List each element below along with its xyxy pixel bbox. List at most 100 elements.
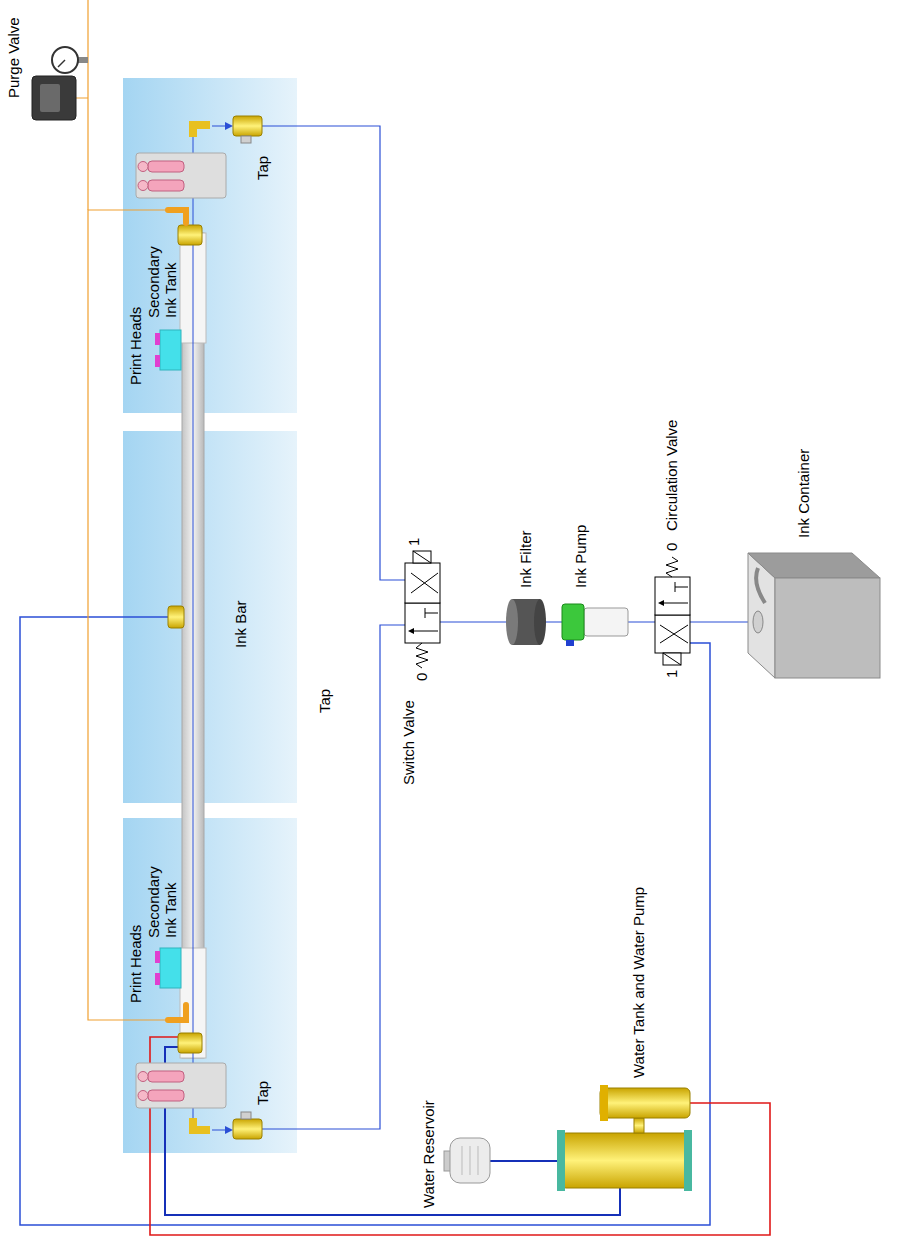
gauge-stem: [78, 57, 88, 63]
level-sensor: [138, 162, 148, 172]
level-sensor: [148, 161, 184, 172]
valve-spring: [416, 643, 428, 668]
ink-container: [748, 553, 880, 578]
component-name: Print Heads: [128, 925, 145, 1003]
valve-flow-path: [411, 573, 438, 631]
water-pump: [600, 1088, 690, 1118]
level-sensor-block: [136, 153, 226, 198]
valve-position-number: 0: [664, 543, 681, 551]
water-tank-cap: [684, 1130, 692, 1191]
pump-motor: [584, 608, 628, 636]
pressure-gauge: [52, 47, 78, 73]
part-label: Water Reservoir: [421, 1100, 438, 1208]
water-pipe-blue: [490, 1160, 560, 1162]
circulation-valve-symbol: [655, 577, 690, 615]
component-name: Secondary Ink Tank: [146, 858, 179, 938]
ink-channel: [193, 125, 194, 1130]
valve-arrow: [658, 600, 664, 606]
label-holder: 1: [405, 538, 423, 546]
label-holder: Water Tank and Water Pump: [630, 887, 648, 1078]
label-holder: 1: [663, 670, 681, 678]
valve-spring: [666, 557, 678, 577]
component-name: Tap: [255, 1081, 272, 1105]
level-sensor: [138, 1072, 148, 1082]
label-holder: 0: [413, 673, 431, 681]
print-head: [160, 948, 181, 988]
part-label: Tap: [317, 689, 334, 713]
text-holder: Secondary Ink Tank: [146, 858, 179, 938]
text-holder: Secondary Ink Tank: [146, 238, 179, 318]
pump-coupling: [634, 1118, 644, 1133]
print-head-nozzle: [155, 973, 160, 985]
text-holder: Ink Bar: [232, 600, 250, 648]
label-holder: Circulation Valve: [663, 420, 681, 531]
level-sensor: [148, 180, 184, 191]
purge-valve-body: [32, 76, 76, 120]
label-holder: Purge Valve: [5, 17, 23, 98]
label-holder: Ink Pump: [572, 525, 590, 588]
component-name: Ink Bar: [233, 600, 250, 648]
part-label: Switch Valve: [401, 700, 418, 785]
text-holder: Tap: [254, 156, 272, 180]
valve-position-number: 0: [414, 673, 431, 681]
pump-head: [562, 604, 584, 640]
valve-arrow: [408, 628, 414, 634]
part-label: Circulation Valve: [664, 420, 681, 531]
print-head-nozzle: [155, 951, 160, 963]
container-cap: [753, 611, 763, 633]
valve-solenoid: [413, 551, 431, 563]
water-pump-cap: [600, 1085, 608, 1121]
text-holder: Tap: [254, 1081, 272, 1105]
ink-filter-symbol: [534, 599, 546, 645]
ink-filter-symbol: [506, 599, 518, 645]
print-head-nozzle: [155, 355, 160, 367]
valve-solenoid: [413, 551, 431, 563]
part-label: Ink Pump: [573, 525, 590, 588]
pump-port: [566, 640, 574, 646]
water-tank-cap: [557, 1130, 565, 1191]
label-holder: Ink Filter: [517, 530, 535, 588]
gauge-needle: [58, 60, 65, 67]
part-label: Purge Valve: [6, 17, 23, 98]
text-holder: Print Heads: [127, 925, 145, 1003]
label-holder: Ink Container: [795, 449, 813, 538]
print-head: [160, 330, 181, 370]
level-sensor: [148, 1090, 184, 1101]
level-sensor: [138, 1091, 148, 1101]
container-handle: [756, 568, 765, 603]
purge-line-connector: [88, 210, 123, 1020]
component-name: Print Heads: [128, 307, 145, 385]
tap-valve: [233, 116, 262, 136]
part-label: Ink Container: [796, 449, 813, 538]
part-label: Water Tank and Water Pump: [631, 887, 648, 1078]
valve-solenoid: [663, 653, 681, 665]
water-reservoir: [462, 1146, 478, 1175]
tap-handle: [241, 136, 251, 143]
switch-valve-symbol: [405, 603, 440, 643]
valve-position-number: 1: [406, 538, 423, 546]
level-sensor-block: [136, 1063, 226, 1108]
tap-valve: [233, 1119, 262, 1139]
switch-valve-symbol: [405, 563, 440, 603]
text-holder: Print Heads: [127, 307, 145, 385]
component-name: Secondary Ink Tank: [146, 238, 179, 318]
bar-fitting: [168, 606, 184, 628]
valve-position-number: 1: [664, 670, 681, 678]
label-holder: 0: [663, 543, 681, 551]
label-holder: Switch Valve: [400, 700, 418, 785]
level-sensor: [148, 1071, 184, 1082]
purge-valve-body: [40, 84, 60, 112]
bar-fitting: [178, 1033, 202, 1053]
tap-handle: [241, 1112, 251, 1119]
label-holder: Water Reservoir: [420, 1100, 438, 1208]
component-name: Tap: [255, 156, 272, 180]
part-label: Ink Filter: [518, 530, 535, 588]
level-sensor: [138, 181, 148, 191]
print-head-nozzle: [155, 333, 160, 345]
water-reservoir: [450, 1138, 490, 1183]
water-tank: [560, 1133, 690, 1188]
